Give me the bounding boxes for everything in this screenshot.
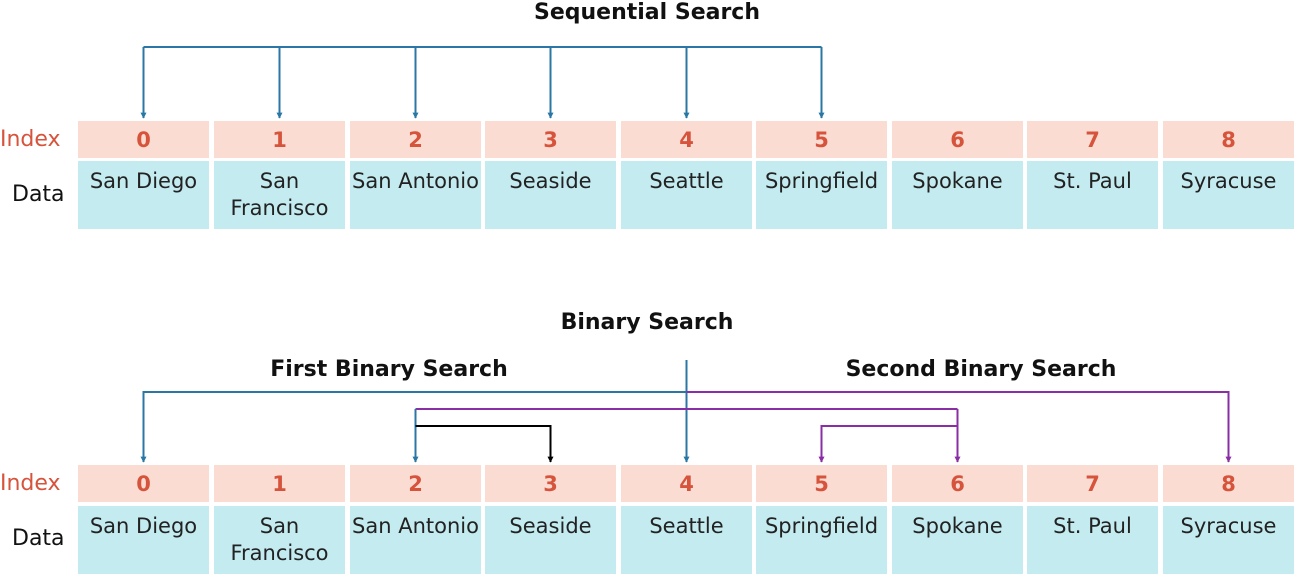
sequential-index-cell-2: 2 (350, 121, 481, 158)
binary-index-cell-0: 0 (78, 465, 209, 502)
binary-arrow-3 (415, 425, 554, 463)
sequential-data-cell-4: Seattle (621, 161, 752, 229)
sequential-index-cell-5: 5 (756, 121, 887, 158)
sequential-index-label: Index (0, 127, 61, 152)
binary-arrow-second-8 (686, 391, 1232, 463)
sequential-data-cell-5: Springfield (756, 161, 887, 229)
sequential-data-cell-2: San Antonio (350, 161, 481, 229)
binary-index-cell-3: 3 (485, 465, 616, 502)
sequential-data-cell-8: Syracuse (1163, 161, 1294, 229)
binary-index-cell-5: 5 (756, 465, 887, 502)
binary-data-cell-1: San Francisco (214, 506, 345, 574)
binary-data-cell-3: Seaside (485, 506, 616, 574)
second-binary-search-title: Second Binary Search (845, 357, 1117, 382)
sequential-search-title: Sequential Search (533, 0, 761, 25)
binary-index-label: Index (0, 471, 61, 496)
sequential-data-label: Data (12, 182, 65, 207)
sequential-index-cell-3: 3 (485, 121, 616, 158)
binary-data-cell-4: Seattle (621, 506, 752, 574)
sequential-data-cell-6: Spokane (892, 161, 1023, 229)
binary-data-cell-5: Springfield (756, 506, 887, 574)
binary-data-cell-6: Spokane (892, 506, 1023, 574)
sequential-index-cell-4: 4 (621, 121, 752, 158)
binary-data-cell-7: St. Paul (1027, 506, 1158, 574)
binary-index-cell-8: 8 (1163, 465, 1294, 502)
first-binary-search-title: First Binary Search (270, 357, 508, 382)
binary-arrow-5 (818, 425, 958, 463)
binary-index-cell-6: 6 (892, 465, 1023, 502)
binary-data-cell-2: San Antonio (350, 506, 481, 574)
sequential-index-cell-8: 8 (1163, 121, 1294, 158)
binary-index-cell-7: 7 (1027, 465, 1158, 502)
binary-data-cell-0: San Diego (78, 506, 209, 574)
sequential-index-cell-0: 0 (78, 121, 209, 158)
binary-search-title: Binary Search (560, 310, 734, 335)
sequential-index-cell-1: 1 (214, 121, 345, 158)
sequential-index-cell-7: 7 (1027, 121, 1158, 158)
binary-arrow-first-0 (140, 391, 687, 463)
binary-data-label: Data (12, 526, 65, 551)
sequential-data-cell-3: Seaside (485, 161, 616, 229)
sequential-data-cell-0: San Diego (78, 161, 209, 229)
binary-index-cell-4: 4 (621, 465, 752, 502)
binary-index-cell-1: 1 (214, 465, 345, 502)
sequential-data-cell-7: St. Paul (1027, 161, 1158, 229)
binary-data-cell-8: Syracuse (1163, 506, 1294, 574)
sequential-index-cell-6: 6 (892, 121, 1023, 158)
binary-index-cell-2: 2 (350, 465, 481, 502)
sequential-data-cell-1: San Francisco (214, 161, 345, 229)
